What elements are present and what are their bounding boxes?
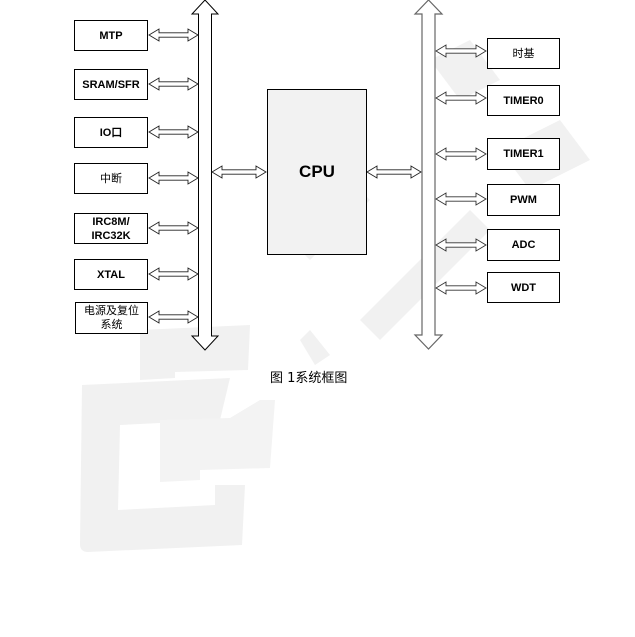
block-label: 电源及复位 系统 [84,305,139,331]
cpu-label: CPU [299,162,335,181]
block-label: PWM [510,194,537,206]
right-connector-arrow-2 [435,147,487,161]
cpu-left-bus-arrow [211,165,267,179]
right-connector-arrow-4 [435,238,487,252]
left-connector-arrow-6 [148,310,199,324]
block-label: WDT [510,281,537,294]
block-label: SRAM/SFR [82,78,140,91]
right-connector-arrow-5 [435,281,487,295]
cpu-right-bus-arrow [366,165,422,179]
block-label: 中断 [100,172,122,185]
left-connector-arrow-0 [148,28,199,42]
block-io-port: IO口 [74,117,148,148]
block-label: IO口 [99,126,123,139]
block-timer0: TIMER0 [487,85,560,116]
left-connector-arrow-5 [148,267,199,281]
figure-caption: 图 1系统框图 [270,371,348,386]
block-xtal: XTAL [74,259,148,290]
left-bus-arrow [190,0,220,351]
right-bus-arrow [413,0,444,350]
left-connector-arrow-1 [148,77,199,91]
right-connector-arrow-1 [435,91,487,105]
block-irc-oscillator: IRC8M/ IRC32K [74,213,148,244]
block-power-reset: 电源及复位 系统 [75,302,148,334]
block-label: 时基 [512,47,535,60]
right-connector-arrow-0 [435,44,487,58]
block-sram-sfr: SRAM/SFR [74,69,148,100]
block-label: TIMER0 [503,94,544,107]
block-label: ADC [511,239,536,251]
left-connector-arrow-2 [148,125,199,139]
cpu-block: CPU [267,89,367,255]
block-time-base: 时基 [487,38,560,69]
block-label: XTAL [97,268,125,281]
block-interrupt: 中断 [74,163,148,194]
block-adc: ADC [487,229,560,261]
block-label: IRC8M/ IRC32K [91,215,131,242]
left-connector-arrow-3 [148,171,199,185]
block-wdt: WDT [487,272,560,303]
block-label: MTP [99,29,123,42]
block-label: TIMER1 [503,148,544,160]
left-connector-arrow-4 [148,221,199,235]
right-connector-arrow-3 [435,192,487,206]
block-pwm: PWM [487,184,560,216]
block-timer1: TIMER1 [487,138,560,170]
block-mtp: MTP [74,20,148,51]
